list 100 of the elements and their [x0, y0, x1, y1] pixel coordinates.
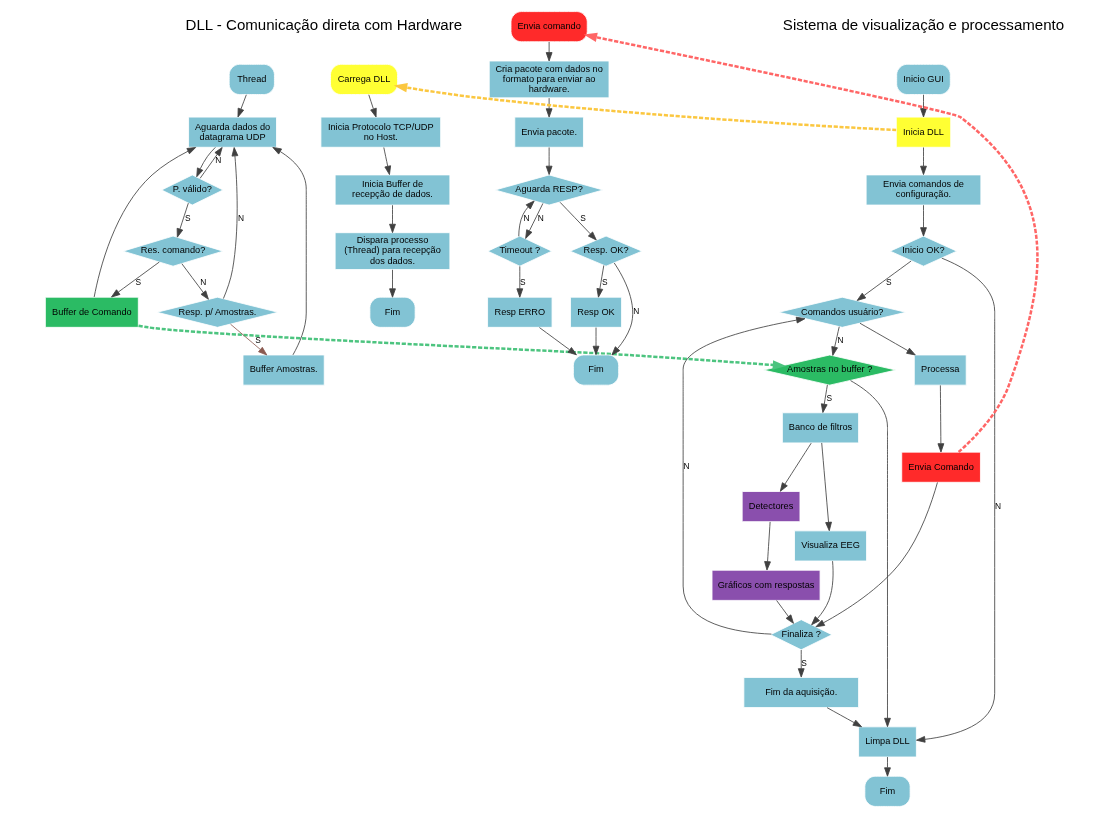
edge-label: S [519, 277, 526, 288]
edge-label: N [523, 212, 530, 223]
arrow [181, 263, 209, 300]
node-diamond: Comandos usuário? [778, 296, 907, 328]
node-box: Visualiza EEG [794, 530, 867, 562]
arrow [223, 147, 239, 299]
node-diamond: Inicio OK? [889, 235, 958, 267]
node-box: Envia comandos de configuração. [865, 174, 982, 206]
edge-label: N [837, 335, 844, 346]
node-diamond: Res. comando? [122, 235, 224, 267]
arrow [920, 94, 927, 118]
node-diamond: Resp. p/ Amostras. [156, 296, 279, 328]
arrow [368, 94, 377, 118]
arrow [779, 442, 812, 492]
edge-label: N [995, 500, 1002, 511]
edge-label: N [537, 212, 544, 223]
node-box: Limpa DLL [858, 726, 917, 758]
arrow [920, 147, 927, 175]
arrow [138, 324, 787, 370]
arrow [797, 649, 805, 678]
arrow [826, 707, 863, 728]
arrow [682, 316, 806, 635]
node-box: Thread [228, 63, 275, 95]
arrow [383, 147, 392, 175]
node-box: Carrega DLL [330, 63, 398, 95]
node-diamond: Timeout ? [487, 235, 553, 267]
node-box: Fim [573, 354, 620, 386]
label: DLL - Comunicação direta com Hardware [185, 16, 463, 34]
node-box: Cria pacote com dados no formato para enviar ao hardware. [488, 60, 610, 99]
arrow [196, 146, 216, 178]
arrow [272, 146, 307, 356]
arrow [611, 262, 634, 356]
arrow [93, 147, 197, 298]
node-box: Banco de filtros [781, 412, 859, 444]
arrow [518, 200, 535, 237]
node-box: Dispara processo (Thread) para recepção dos dados. [334, 232, 451, 270]
arrow [559, 201, 597, 241]
node-box: Resp OK [570, 296, 622, 328]
node-diamond: Amostras no buffer ? [763, 354, 897, 386]
arrow [176, 202, 189, 238]
arrow [545, 147, 553, 175]
arrow [525, 203, 544, 239]
edge-label: N [683, 461, 690, 472]
arrow [856, 260, 912, 301]
arrow [596, 265, 605, 298]
node-diamond: Aguarda RESP? [494, 174, 604, 206]
node-box: Buffer Amostras. [242, 354, 325, 386]
arrow [764, 521, 771, 571]
edge-label: N [200, 277, 207, 288]
node-box: Envia Comando [901, 451, 981, 483]
node-box: Envia pacote. [514, 116, 584, 148]
node-box: Aguarda dados do datagrama UDP [188, 116, 277, 148]
node-box: Inicia Protocolo TCP/UDP no Host. [320, 116, 442, 148]
node-box: Fim [864, 775, 911, 807]
arrow [776, 600, 794, 624]
edge-label: S [255, 335, 261, 346]
arrow [821, 442, 832, 532]
arrow [815, 482, 938, 628]
node-box: Envia comando [510, 11, 588, 43]
node-box: Buffer de Comando [44, 296, 139, 328]
arrow [545, 97, 553, 118]
node-box: Gráficos com respostas [711, 569, 821, 601]
arrow [516, 265, 524, 298]
edge-label: S [885, 277, 892, 288]
arrow [389, 269, 396, 298]
edge-label: S [135, 277, 142, 288]
arrow [545, 41, 553, 62]
node-box: Resp ERRO [487, 296, 553, 328]
arrow [831, 326, 840, 356]
edge-label: N [237, 212, 244, 223]
edge-label: N [633, 306, 640, 317]
edge-label: S [801, 657, 807, 668]
node-box: Inicia Buffer de recepção de dados. [334, 174, 451, 206]
node-box: Inicia DLL [895, 116, 952, 148]
node-diamond: Resp. OK? [569, 235, 643, 267]
arrow [237, 94, 247, 118]
arrow [920, 204, 927, 237]
node-box: Detectores [741, 491, 801, 523]
edge-label: S [580, 212, 586, 223]
edge-label: S [826, 393, 833, 404]
arrow [230, 323, 268, 356]
arrow [539, 327, 577, 356]
edge-label: S [602, 277, 608, 288]
arrow [916, 257, 996, 743]
arrow [811, 560, 834, 626]
edge-label: S [184, 212, 191, 223]
arrow [583, 32, 1039, 453]
node-box: Inicio GUI [896, 63, 951, 95]
arrow [199, 147, 223, 179]
arrow [884, 756, 891, 777]
arrow [111, 261, 160, 298]
node-diamond: P. válido? [161, 174, 224, 206]
arrow [859, 322, 916, 356]
arrow [937, 384, 945, 453]
label: Sistema de visualização e processamento [782, 16, 1065, 34]
arrow [393, 82, 897, 132]
arrow [592, 327, 600, 356]
node-box: Processa [913, 354, 967, 386]
edge-label: N [215, 155, 222, 166]
node-box: Fim da aquisição. [743, 677, 859, 708]
